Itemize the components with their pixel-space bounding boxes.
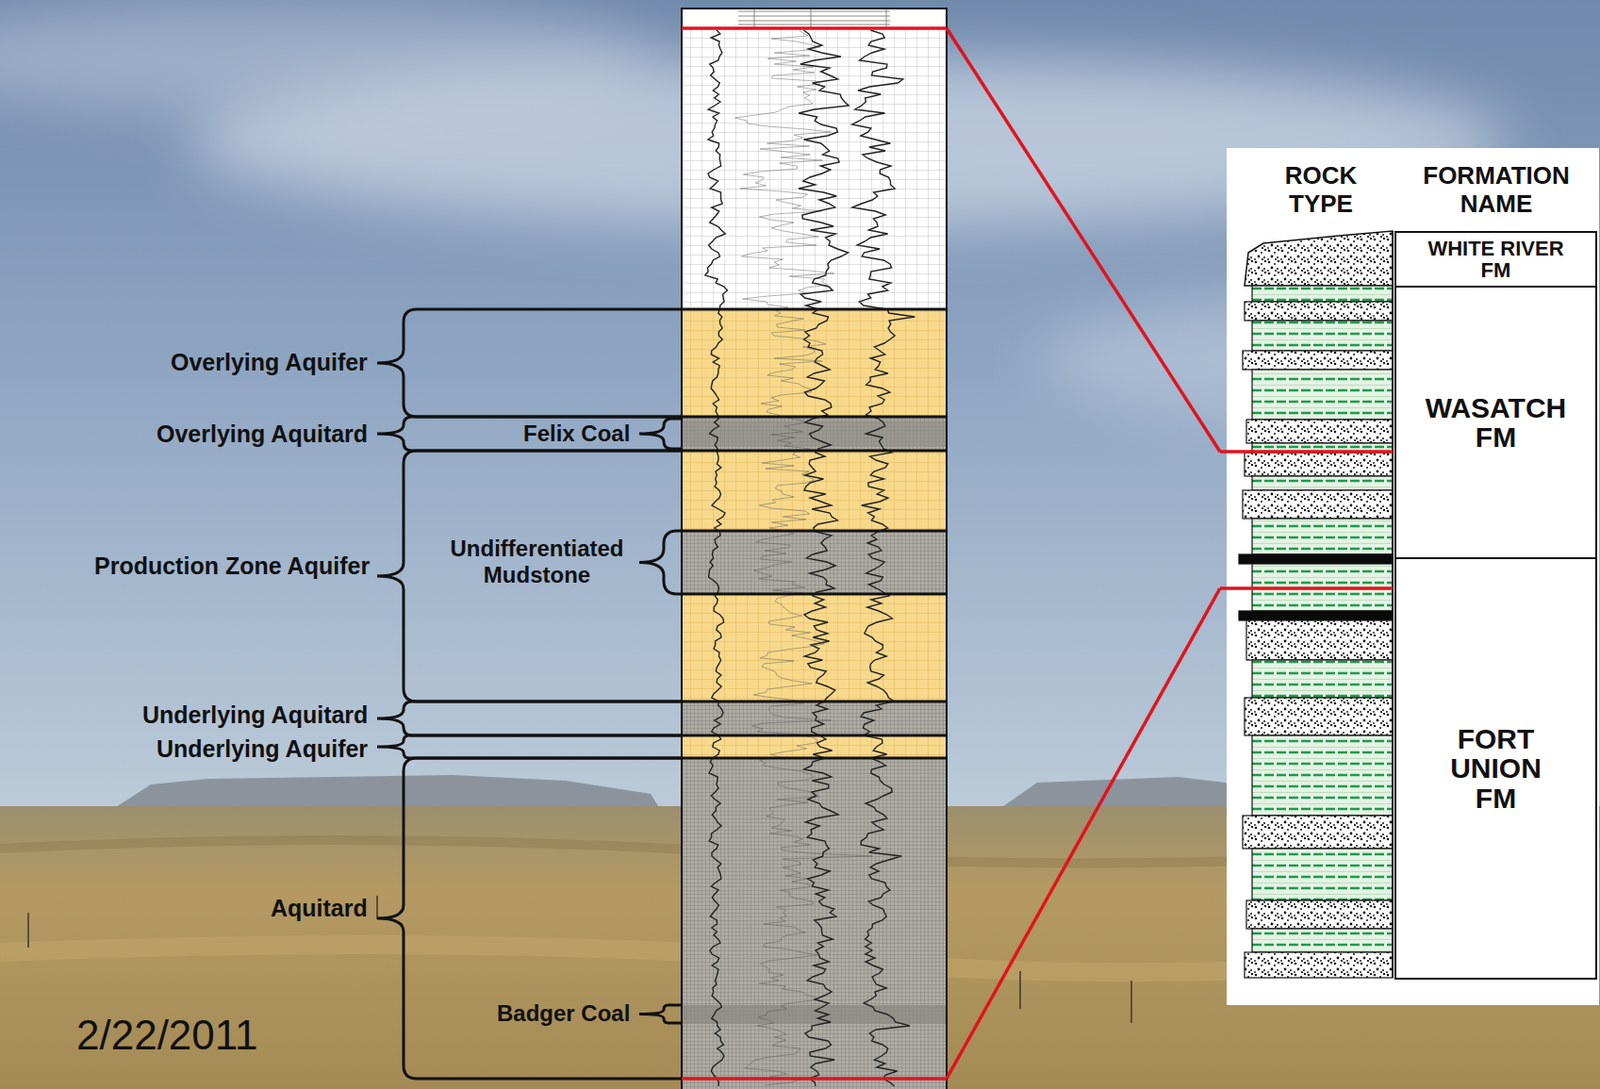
log-band [681, 530, 947, 594]
rock-layer [1244, 697, 1393, 736]
aquifer-label: Overlying Aquifer [170, 348, 368, 377]
band-boundary [681, 700, 947, 704]
rock-layer [1252, 928, 1393, 953]
formation-name: WHITE RIVER FM [1418, 237, 1574, 281]
bracket [377, 701, 682, 736]
band-boundary [681, 308, 947, 312]
formation-name: FORT UNION FM [1432, 724, 1560, 814]
rock-layer [1238, 554, 1393, 564]
rock-layer [1242, 490, 1393, 519]
rock-layer [1238, 610, 1393, 621]
log-trace [735, 30, 874, 1086]
column-header: ROCK TYPE [1264, 162, 1378, 219]
bracket [377, 450, 682, 702]
rock-layer [1246, 900, 1393, 929]
log-header-line [886, 8, 888, 29]
sandstone-layer [1244, 230, 1393, 286]
bracket [377, 758, 682, 1079]
log-frame [681, 8, 947, 1089]
rock-layer [1244, 301, 1393, 321]
log-band [681, 416, 947, 451]
bracket [639, 530, 682, 594]
log-band [681, 758, 947, 1089]
aquifer-label: Underlying Aquifer [156, 735, 368, 763]
aquifer-label: Production Zone Aquifer [94, 552, 370, 580]
column-header: FORMATION NAME [1406, 162, 1586, 219]
band-boundary [681, 415, 947, 419]
mudstone-label: Undifferentiated Mudstone [440, 535, 634, 588]
rock-layer [1252, 659, 1393, 698]
column-panel [1226, 148, 1600, 1006]
formation-name: WASATCH FM [1413, 393, 1579, 453]
formation-cell: FORT UNION FM [1394, 557, 1598, 980]
bracket [377, 309, 682, 417]
rock-layer [1252, 369, 1393, 420]
coal-label: Felix Coal [523, 420, 630, 447]
rock-layer [1252, 476, 1393, 491]
rock-layer [1246, 620, 1393, 660]
column-divider [1391, 230, 1394, 978]
rock-layer [1244, 452, 1393, 477]
band-boundary [681, 529, 947, 533]
log-header-line [738, 11, 891, 13]
log-trace [705, 30, 728, 1087]
band-boundary [681, 449, 947, 453]
log-trace [852, 30, 916, 1087]
rock-layer [1252, 320, 1393, 351]
rock-layer [1242, 815, 1393, 849]
bracket [377, 416, 682, 451]
rock-layer [1252, 848, 1393, 901]
rock-layer [1242, 350, 1393, 370]
aquitard-label: Underlying Aquitard [142, 701, 368, 729]
rock-layer [1246, 419, 1393, 444]
rock-layer [1252, 518, 1393, 555]
log-header [681, 8, 947, 29]
log-band [681, 450, 947, 531]
aquitard-label: Aquitard [270, 894, 368, 923]
rock-layer [1252, 735, 1393, 816]
formation-cell: WHITE RIVER FM [1394, 230, 1598, 288]
band-boundary [681, 734, 947, 738]
bracket [377, 735, 682, 759]
formation-cell: WASATCH FM [1394, 285, 1598, 560]
rock-layer [1244, 952, 1393, 978]
log-header-line [754, 8, 756, 29]
bracket [639, 1005, 682, 1023]
log-header-line [738, 24, 891, 26]
log-trace [798, 30, 849, 1087]
log-header-line [810, 8, 812, 29]
band-boundary [681, 593, 947, 596]
aquitard-label: Overlying Aquitard [156, 420, 368, 448]
rock-layer [1252, 285, 1393, 302]
log-band [681, 701, 947, 736]
log-header-line [738, 16, 891, 17]
bracket [639, 418, 682, 449]
date-stamp: 2/22/2011 [76, 1011, 258, 1060]
log-paper [681, 8, 947, 1089]
log-header-line [738, 20, 891, 22]
coal-label: Badger Coal [496, 1000, 630, 1027]
band-boundary [681, 757, 947, 760]
